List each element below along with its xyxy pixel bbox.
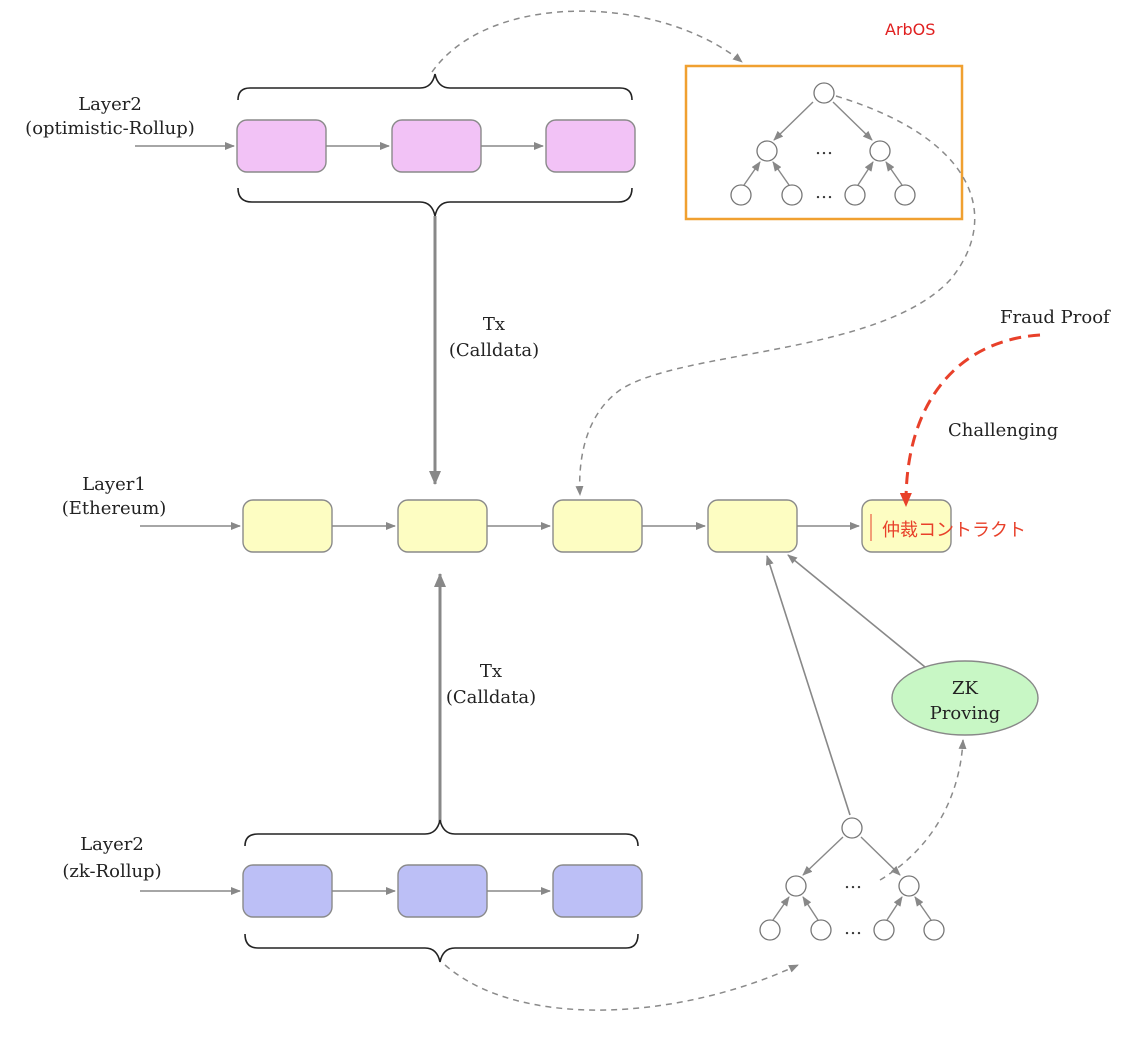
zk-proving-to-layer1-arrow (787, 554, 926, 668)
zk-block-3 (552, 864, 643, 918)
zk-tree-edge (914, 896, 932, 921)
brace-to-arbos-dashed-arrow (431, 10, 743, 73)
zk-tree-edge (802, 836, 844, 876)
tx-top-sublabel: (Calldata) (449, 340, 539, 361)
arbos-border (684, 64, 964, 221)
zk-proving-subtitle: Proving (930, 703, 1001, 724)
zk-rollup-row: Layer2 (zk-Rollup) (62, 819, 643, 963)
zk-proving-node (891, 660, 1039, 736)
arbos-tree-node (869, 140, 891, 162)
zk-tree-edge (772, 896, 790, 921)
arbitration-contract-label: 仲裁コントラクト (882, 520, 1026, 541)
arbos-label: ArbOS (885, 20, 935, 39)
layer2-optimistic-title: Layer2 (78, 94, 142, 115)
zk-tree-ellipsis: … (844, 918, 862, 939)
optimistic-block-1 (236, 119, 327, 173)
fraud-proof-label: Fraud Proof (1000, 307, 1111, 328)
zk-tree-ellipsis: … (844, 872, 862, 893)
arbos-box: ArbOS … … (684, 20, 964, 221)
arbos-tree-leaf (730, 184, 752, 206)
layer1-row: Layer1 (Ethereum) 仲裁コントラクト (62, 474, 1026, 553)
zk-tree-leaf (923, 919, 945, 941)
challenging-label: Challenging (948, 420, 1058, 441)
zk-top-brace (244, 819, 639, 847)
arbos-tree-edge (885, 161, 903, 186)
tx-top-label: Tx (483, 314, 505, 335)
arbos-tree-ellipsis: … (815, 138, 833, 159)
optimistic-block-2 (391, 119, 482, 173)
tx-bottom-sublabel: (Calldata) (446, 687, 536, 708)
arbos-tree-node (756, 140, 778, 162)
tx-bottom-label: Tx (480, 661, 502, 682)
zk-proving-title: ZK (952, 678, 979, 699)
zk-tree-leaf (810, 919, 832, 941)
arbos-tree-edge (772, 161, 790, 186)
arbos-tree-leaf (781, 184, 803, 206)
zk-tree-root (841, 817, 863, 839)
arbos-tree-root (813, 82, 835, 104)
arbos-tree-leaf (844, 184, 866, 206)
arbos-tree-leaf (894, 184, 916, 206)
layer1-title: Layer1 (82, 474, 146, 495)
layer1-subtitle: (Ethereum) (62, 498, 167, 519)
arbos-tree-edge (773, 101, 814, 141)
zk-block-2 (397, 864, 488, 918)
arbos-tree-edge (743, 161, 761, 186)
layer1-block-1 (242, 499, 333, 553)
fraud-proof-arrow (899, 333, 1041, 507)
optimistic-top-brace (237, 73, 633, 101)
arbos-tree-edge (832, 101, 873, 141)
zk-tree-edge (886, 896, 903, 921)
zk-tree-node (898, 875, 920, 897)
optimistic-block-3 (545, 119, 636, 173)
arbos-to-layer1-dashed-arrow (575, 95, 976, 496)
layer2-zk-title: Layer2 (80, 834, 144, 855)
zk-tree: … … (759, 817, 945, 941)
zk-tree-to-proving-dashed-arrow (879, 739, 967, 881)
zk-tree-to-layer1-arrow (765, 555, 851, 816)
zk-block-1 (242, 864, 333, 918)
arbos-tree-ellipsis: … (815, 182, 833, 203)
arbos-tree-edge (857, 161, 874, 186)
layer2-zk-subtitle: (zk-Rollup) (62, 861, 161, 882)
layer1-block-4 (707, 499, 798, 553)
zk-tree-leaf (873, 919, 895, 941)
zk-tree-leaf (759, 919, 781, 941)
zk-brace-to-tree-dashed-arrow (444, 964, 799, 1011)
layer1-block-2 (397, 499, 488, 553)
optimistic-bottom-brace (237, 187, 633, 217)
optimistic-rollup-row: Layer2 (optimistic-Rollup) (25, 73, 636, 217)
zk-tree-node (785, 875, 807, 897)
layer2-optimistic-subtitle: (optimistic-Rollup) (25, 118, 195, 139)
layer1-block-3 (552, 499, 643, 553)
zk-bottom-brace (244, 933, 639, 963)
zk-tree-edge (802, 896, 819, 921)
zk-tree-edge (860, 836, 901, 876)
